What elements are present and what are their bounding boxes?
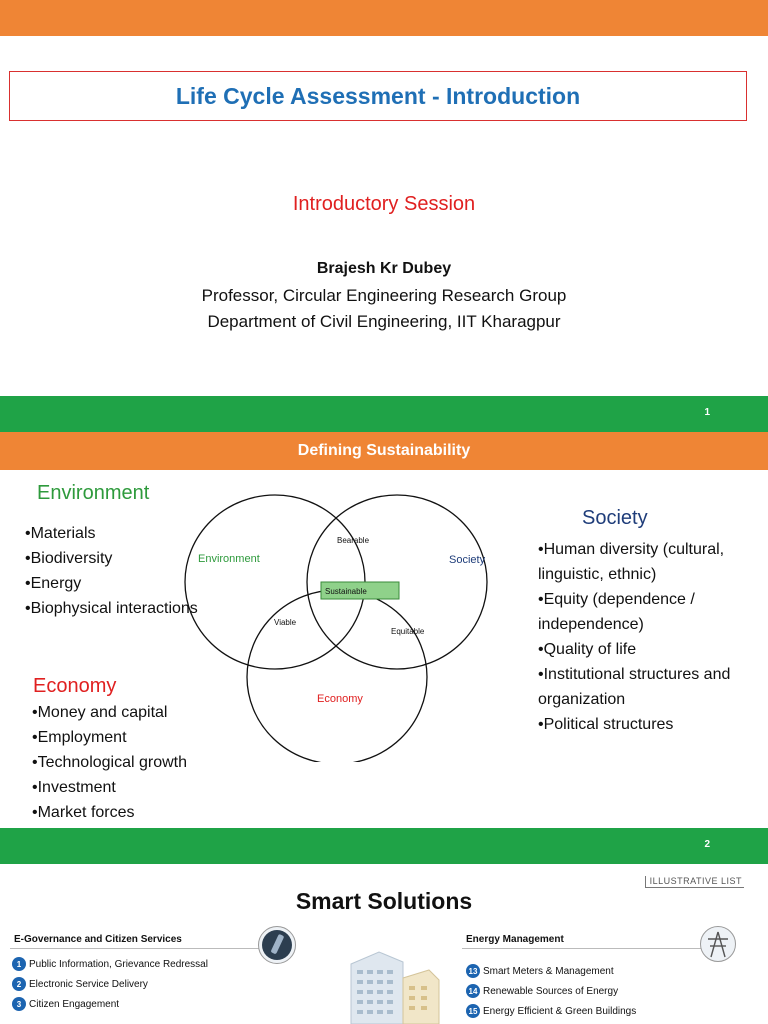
page-number: 1 — [704, 407, 710, 418]
venn-environment-label: Environment — [198, 553, 260, 565]
item-number-badge: 13 — [466, 964, 480, 978]
page-number: 2 — [704, 839, 710, 850]
bottom-green-bar: 1 — [0, 396, 768, 432]
list-item: •Human diversity (cultural, linguistic, … — [538, 541, 725, 583]
economy-circle — [246, 589, 428, 762]
egovernance-list: 1 Public Information, Grievance Redressa… — [12, 954, 208, 1014]
citizen-services-icon — [258, 926, 296, 964]
list-item: 13 Smart Meters & Management — [466, 961, 636, 981]
session-label: Introductory Session — [292, 193, 476, 215]
list-item: •Market forces — [32, 804, 135, 821]
list-item: •Biophysical interactions — [25, 600, 198, 617]
list-item: •Money and capital — [32, 704, 168, 721]
sustainability-venn-diagram: Environment Society Economy Bearable Via… — [184, 494, 488, 762]
society-heading: Society — [582, 507, 648, 529]
venn-bearable-label: Bearable — [337, 536, 370, 545]
item-label: Citizen Engagement — [29, 998, 120, 1010]
item-number-badge: 3 — [12, 997, 26, 1011]
venn-equitable-label: Equitable — [391, 627, 425, 636]
venn-viable-label: Viable — [274, 618, 297, 627]
slide-2: Defining Sustainability Environment •Mat… — [0, 432, 768, 864]
author-name: Brajesh Kr Dubey — [316, 260, 452, 277]
slide-3: ILLUSTRATIVE LIST Smart Solutions E-Gove… — [0, 864, 768, 1024]
list-item: 2 Electronic Service Delivery — [12, 974, 208, 994]
list-item: •Political structures — [538, 716, 674, 733]
slide-title-bar: Defining Sustainability — [0, 432, 768, 470]
item-label: Renewable Sources of Energy — [483, 985, 619, 997]
sustainable-box — [320, 581, 400, 600]
energy-tower-icon — [700, 926, 736, 962]
item-number-badge: 2 — [12, 977, 26, 991]
city-buildings-illustration — [350, 951, 440, 1024]
egovernance-heading: E-Governance and Citizen Services — [14, 934, 182, 945]
affiliation-line-2: Department of Civil Engineering, IIT Kha… — [207, 312, 561, 331]
list-item: 15 Energy Efficient & Green Buildings — [466, 1001, 636, 1021]
list-item: •Equity (dependence / independence) — [538, 591, 695, 633]
slide-title: Life Cycle Assessment - Introduction — [175, 82, 581, 109]
economy-heading: Economy — [33, 675, 117, 697]
item-label: Electronic Service Delivery — [29, 978, 148, 990]
economy-list: •Money and capital •Employment •Technolo… — [32, 700, 187, 825]
item-number-badge: 14 — [466, 984, 480, 998]
citizen-services-icon-graphic — [262, 930, 292, 960]
list-item: •Employment — [32, 729, 127, 746]
item-number-badge: 1 — [12, 957, 26, 971]
item-label: Public Information, Grievance Redressal — [29, 958, 208, 970]
top-orange-bar — [0, 0, 768, 36]
energy-management-heading: Energy Management — [466, 934, 564, 945]
slide-1: Life Cycle Assessment - Introduction Int… — [0, 0, 768, 432]
venn-sustainable-label: Sustainable — [325, 587, 367, 596]
illustrative-list-tag: ILLUSTRATIVE LIST — [644, 876, 744, 888]
affiliation-line-1: Professor, Circular Engineering Research… — [201, 286, 567, 305]
environment-heading: Environment — [37, 482, 150, 504]
bottom-green-bar: 2 — [0, 828, 768, 864]
energy-tower-icon-graphic — [708, 931, 728, 958]
list-item: •Energy — [25, 575, 82, 592]
list-item: •Institutional structures and organizati… — [538, 666, 731, 708]
item-label: Smart Meters & Management — [483, 965, 614, 977]
item-label: Energy Efficient & Green Buildings — [483, 1005, 637, 1017]
list-item: •Materials — [25, 525, 96, 542]
society-list: •Human diversity (cultural, linguistic, … — [538, 537, 760, 737]
list-item: 14 Renewable Sources of Energy — [466, 981, 636, 1001]
society-circle — [306, 494, 488, 670]
list-item: •Quality of life — [538, 641, 637, 658]
list-item: 1 Public Information, Grievance Redressa… — [12, 954, 208, 974]
list-item: •Investment — [32, 779, 116, 796]
list-item: 3 Citizen Engagement — [12, 994, 208, 1014]
venn-economy-label: Economy — [317, 693, 363, 705]
venn-society-label: Society — [449, 554, 486, 566]
slide-title: Defining Sustainability — [297, 442, 471, 459]
slide-title: Smart Solutions — [295, 888, 473, 914]
title-box: Life Cycle Assessment - Introduction — [9, 71, 747, 121]
list-item: •Technological growth — [32, 754, 188, 771]
panel-divider — [462, 948, 702, 949]
list-item: •Biodiversity — [25, 550, 113, 567]
environment-list: •Materials •Biodiversity •Energy •Biophy… — [25, 521, 198, 621]
panel-divider — [10, 948, 275, 949]
energy-management-list: 13 Smart Meters & Management 14 Renewabl… — [466, 961, 636, 1021]
item-number-badge: 15 — [466, 1004, 480, 1018]
